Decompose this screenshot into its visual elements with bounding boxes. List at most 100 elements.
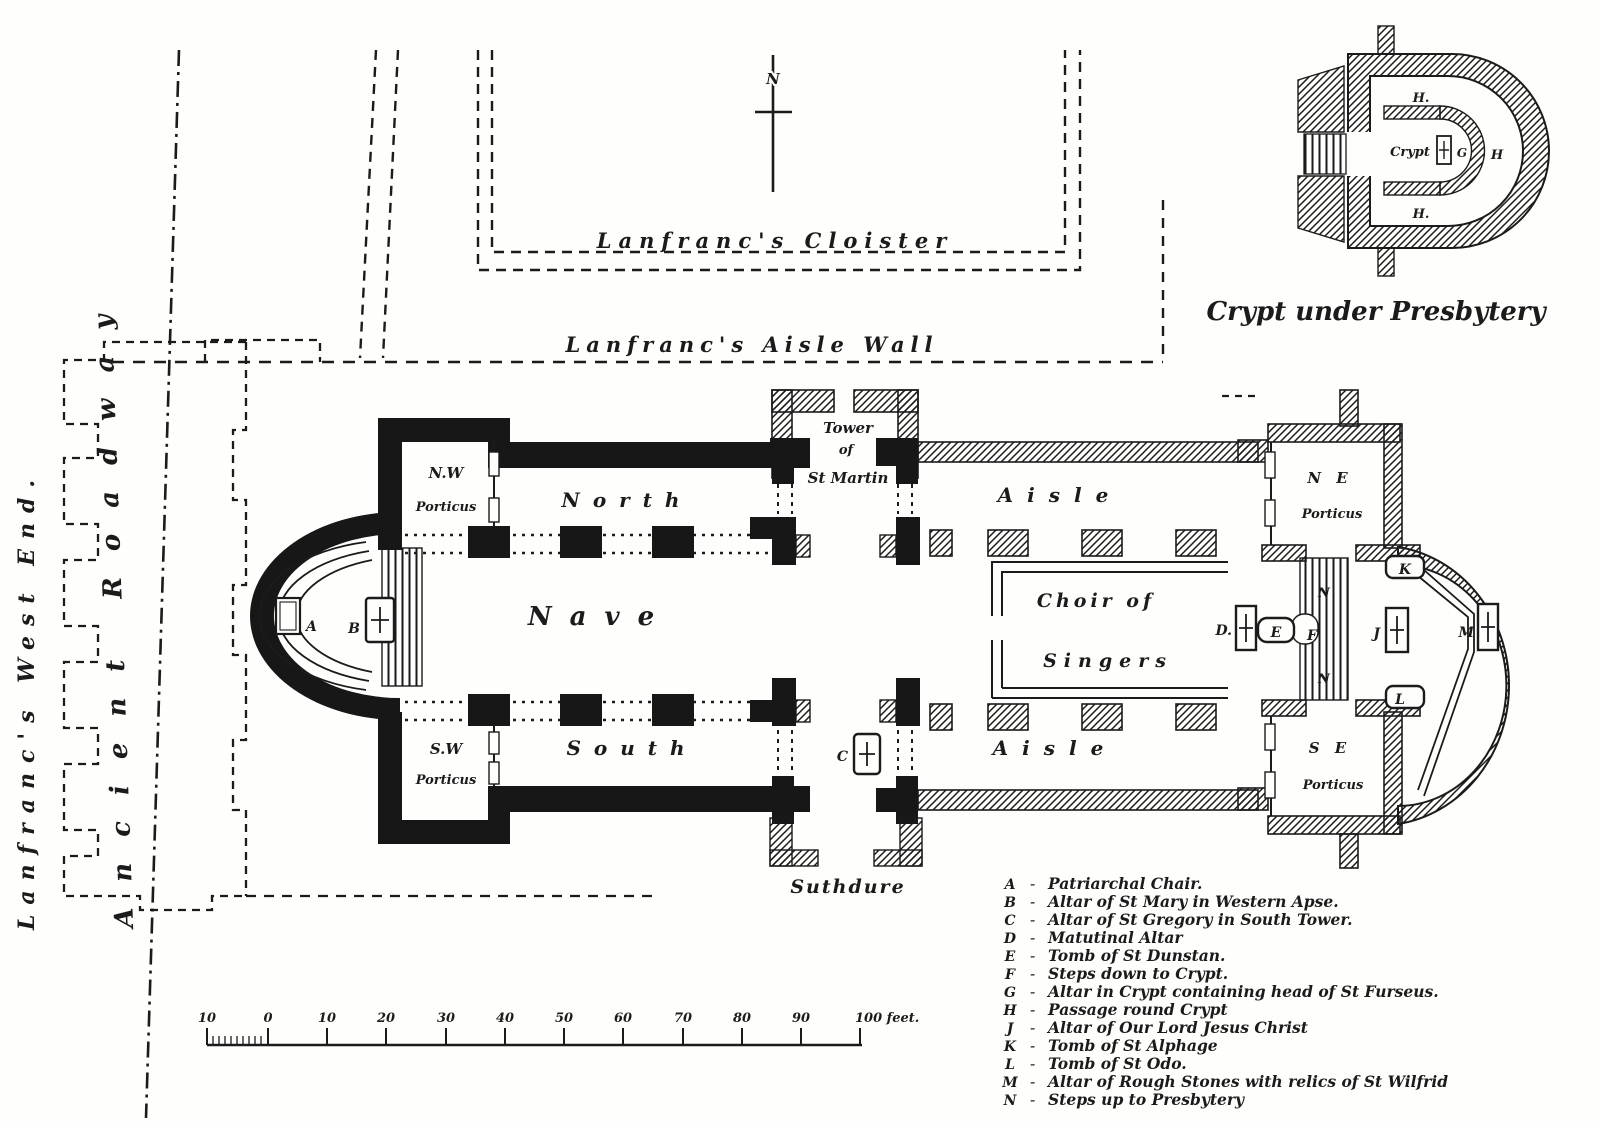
scale-tick-label: 0 (263, 1011, 272, 1026)
marker-l: L (1394, 692, 1405, 708)
west-end-label: Lanfranc's West End. (14, 470, 40, 931)
ne-porticus-label-2: Porticus (1301, 507, 1363, 522)
legend-row: C-Altar of St Gregory in South Tower. (1004, 910, 1352, 929)
marker-c: C (837, 749, 848, 765)
legend-row: J-Altar of Our Lord Jesus Christ (1004, 1018, 1309, 1037)
scale-tick-label: 40 (496, 1011, 514, 1026)
inset-marker-h-bottom: H. (1412, 207, 1430, 222)
inset-caption: Crypt under Presbytery (1206, 297, 1547, 327)
tower-st-martin (750, 389, 923, 867)
legend: A-Patriarchal Chair. B-Altar of St Mary … (1001, 874, 1448, 1109)
west-apse-wall (250, 512, 400, 720)
scale-bar (206, 1028, 862, 1047)
marker-a: A (304, 619, 317, 635)
context-lines (62, 49, 1258, 1119)
marker-f: F (1306, 628, 1318, 644)
aisle-wall-step (203, 338, 322, 362)
presbytery-steps (1291, 557, 1349, 701)
cloister-label: Lanfranc's Cloister (596, 228, 954, 253)
choir-screen (991, 561, 1228, 699)
south-aisle-label: South (566, 736, 697, 760)
inset-marker-g: G (1457, 146, 1467, 160)
legend-row: A-Patriarchal Chair. (1003, 874, 1203, 893)
marker-d: D. (1214, 623, 1232, 639)
legend-row: G-Altar in Crypt containing head of St F… (1004, 982, 1439, 1001)
inset-marker-h-top: H. (1412, 91, 1430, 106)
tower-label-3: St Martin (808, 469, 889, 487)
sw-porticus-label-1: S.W (430, 740, 465, 758)
crypt-stubs (1377, 25, 1395, 277)
scale-tick-label: 90 (792, 1011, 810, 1026)
crypt-inset (1297, 25, 1550, 277)
north-arcade (405, 526, 772, 558)
tower-label-1: Tower (823, 419, 874, 437)
suthdure-label: Suthdure (790, 876, 905, 898)
choir-label-2: Singers (1043, 650, 1173, 672)
ne-porticus-label-1: N E (1306, 469, 1352, 487)
marker-k: K (1398, 562, 1412, 578)
scale-tick-label: 20 (376, 1011, 395, 1026)
legend-row: L-Tomb of St Odo. (1004, 1054, 1187, 1073)
tomb-l (1384, 684, 1426, 710)
crypt-chamber (1383, 105, 1486, 196)
north-aisle-label: North (561, 488, 693, 512)
south-aisle-wall-east (917, 789, 1259, 811)
nave-label: Nave (527, 602, 672, 632)
scale-tick-label: 70 (674, 1011, 692, 1026)
church-walls (250, 389, 1510, 869)
marker-j: J (1370, 626, 1381, 642)
altar-c (852, 732, 882, 776)
choir-label-1: Choir of (1037, 590, 1155, 612)
tower-label-2: of (839, 443, 856, 458)
choir-piers (929, 529, 1217, 731)
se-porticus-label-2: Porticus (1302, 778, 1364, 793)
cloister-outer-line (476, 50, 1082, 272)
inset-marker-h-right: H (1490, 148, 1504, 163)
legend-row: H-Passage round Crypt (1002, 1000, 1228, 1019)
marker-n-upper: N (1317, 586, 1331, 601)
roadway-label: Ancient Roadway (88, 288, 140, 931)
legend-row: N-Steps up to Presbytery (1003, 1090, 1245, 1109)
crypt-entry-passage (1297, 65, 1347, 243)
scale-tick-label: 80 (733, 1011, 751, 1026)
legend-row: M-Altar of Rough Stones with relics of S… (1001, 1072, 1448, 1091)
crypt-west-opening (1344, 132, 1372, 176)
scale-tick-label: 50 (555, 1011, 573, 1026)
patriarchal-chair (274, 596, 302, 636)
altar-d (1234, 604, 1258, 652)
scale-tick-label: 10 (318, 1011, 336, 1026)
altar-m (1476, 602, 1500, 652)
nw-porticus-label-2: Porticus (415, 500, 477, 515)
scale-tick-label: 30 (437, 1011, 455, 1026)
north-indicator-label: N (765, 70, 781, 88)
scale-labels: 10 0 10 20 30 40 50 60 70 80 90 100 feet… (198, 1011, 919, 1026)
scale-tick-label: 10 (198, 1011, 216, 1026)
marker-n-lower: N (1317, 672, 1331, 687)
lanfranc-west-end-outline (62, 340, 246, 912)
north-aisle-wall-east (917, 441, 1259, 463)
tomb-k (1384, 554, 1426, 580)
cloister-inner-line (490, 50, 1067, 254)
ne-porticus (1237, 389, 1421, 562)
aisle-north-label: Aisle (996, 483, 1123, 507)
sw-porticus-label-2: Porticus (415, 773, 477, 788)
legend-row: F-Steps down to Crypt. (1004, 964, 1228, 983)
altar-b (364, 596, 396, 644)
marker-m: M (1458, 625, 1475, 641)
marker-e: E (1270, 625, 1282, 641)
nave-walls (378, 418, 810, 844)
aisle-south-label: Aisle (991, 736, 1118, 760)
marker-b: B (347, 621, 360, 637)
legend-row: B-Altar of St Mary in Western Apse. (1003, 892, 1339, 911)
tomb-e (1256, 616, 1296, 644)
se-porticus (1237, 699, 1421, 869)
crypt-outer-wall (1347, 53, 1550, 249)
lanfranc-west-end-inner-edge (231, 342, 248, 896)
legend-row: E-Tomb of St Dunstan. (1004, 946, 1226, 965)
inset-room-label: Crypt (1390, 145, 1430, 160)
scale-end-label: 100 feet. (855, 1011, 919, 1026)
altar-g (1436, 135, 1452, 165)
altar-j (1384, 606, 1410, 654)
